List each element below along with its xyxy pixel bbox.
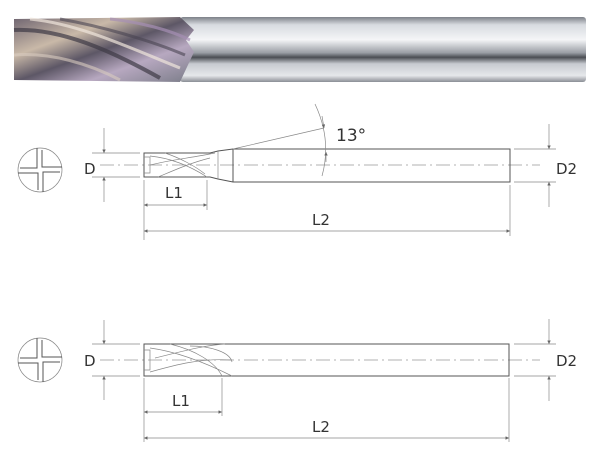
end-mill-photo xyxy=(13,17,586,82)
angle-label: 13° xyxy=(336,126,366,146)
d-label: D xyxy=(84,160,96,178)
l2-label: L2 xyxy=(312,418,330,436)
l1-label: L1 xyxy=(172,392,190,410)
d-label: D xyxy=(84,352,96,370)
end-view-icon xyxy=(17,147,63,193)
end-view-icon xyxy=(17,337,63,383)
l2-label: L2 xyxy=(312,211,330,229)
drawing-1: D D2 13° L1 L2 xyxy=(17,103,577,240)
d2-label: D2 xyxy=(556,352,577,370)
d2-label: D2 xyxy=(556,160,577,178)
drawing-2: D D2 L1 L2 xyxy=(17,319,577,442)
l1-label: L1 xyxy=(165,184,183,202)
